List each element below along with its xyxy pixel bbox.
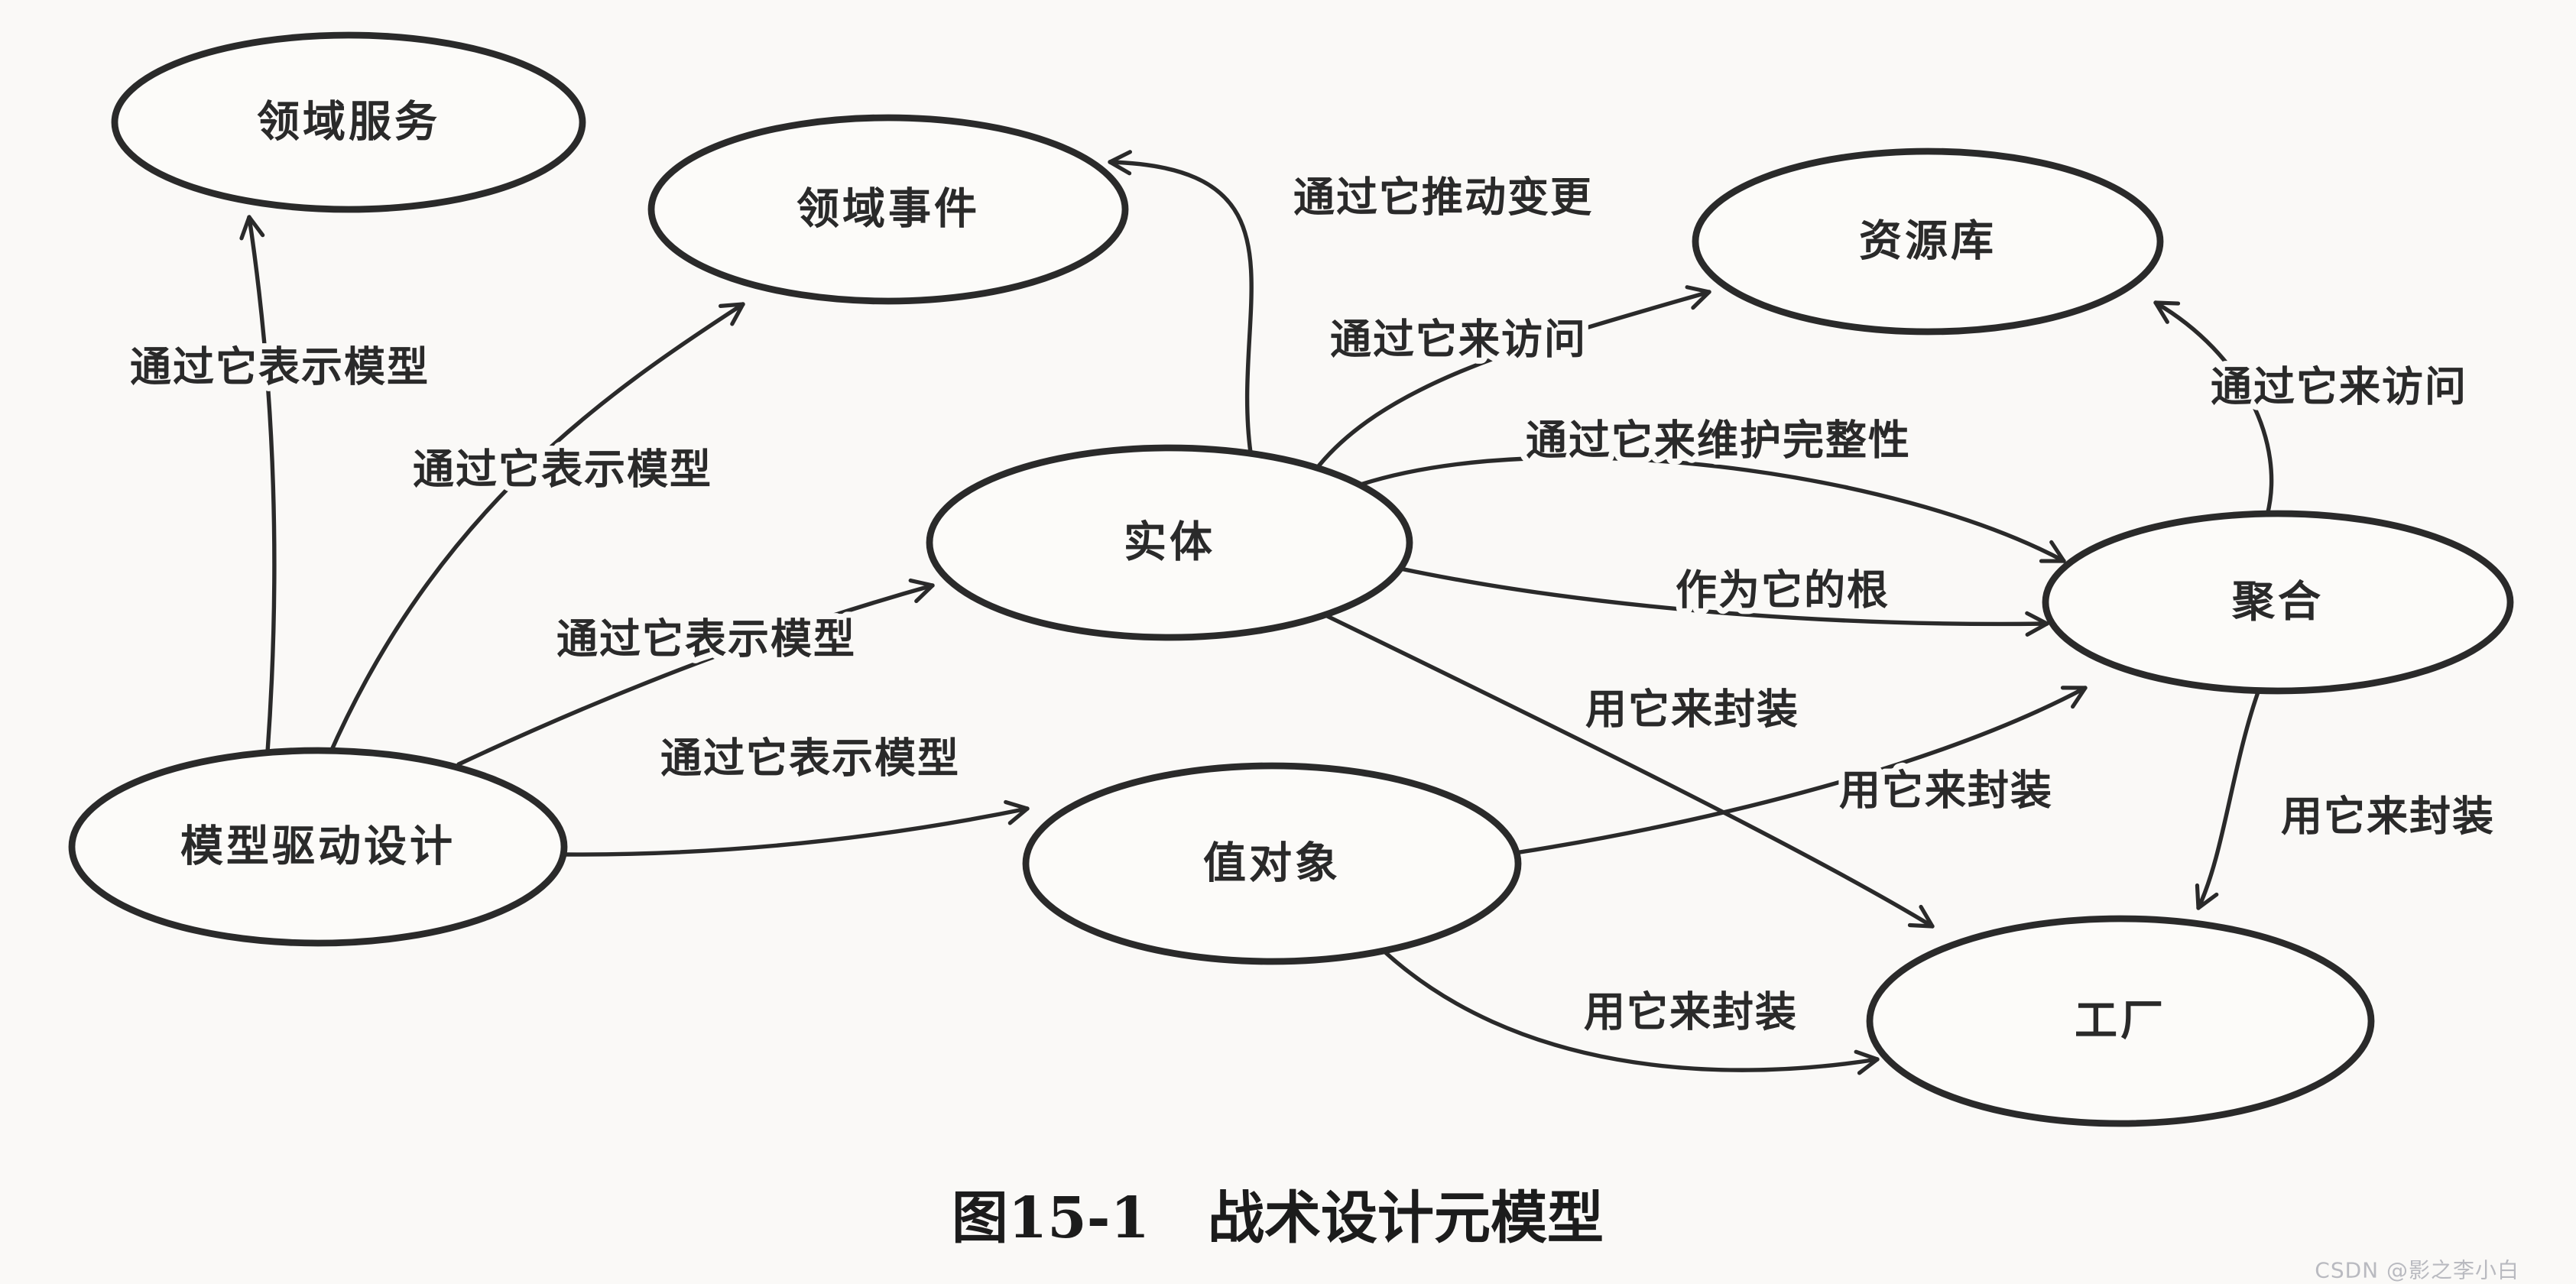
node-domain-service: 领域服务 (111, 31, 586, 213)
csdn-watermark: CSDN @影之李小白 (2315, 1258, 2519, 1283)
edge-mdd-to-domain-event (326, 302, 745, 759)
edge-label-push-changes: 通过它推动变更 (1293, 173, 1593, 222)
edge-entity-to-aggregate-root (1398, 566, 2049, 637)
model-driven-design-label: 模型驱动设计 (180, 822, 456, 872)
repository-label: 资源库 (1859, 217, 1997, 267)
factory-ellipse (1866, 915, 2375, 1127)
edge-mdd-to-entity (456, 578, 935, 767)
domain-event-label: 领域事件 (796, 185, 980, 235)
value-object-ellipse (1022, 762, 1522, 965)
edge-value-object-to-aggregate (1513, 686, 2088, 855)
edge-label-maintain-integrity: 通过它来维护完整性 (1526, 417, 1911, 465)
node-factory: 工厂 (1866, 915, 2375, 1127)
edge-label-express-model-1: 通过它表示模型 (130, 343, 430, 391)
edge-mdd-to-domain-service (239, 215, 277, 754)
edge-entity-to-domain-event (1108, 150, 1254, 455)
edge-label-express-model-4: 通过它表示模型 (660, 734, 960, 783)
factory-label: 工厂 (2075, 997, 2166, 1046)
edge-aggregate-to-repository (2153, 300, 2274, 517)
caption-figure-title: 战术设计元模型 (1208, 1185, 1604, 1251)
edge-label-encapsulate-4: 用它来封装 (2281, 793, 2495, 841)
edge-label-as-its-root: 作为它的根 (1676, 566, 1890, 614)
edge-aggregate-to-factory (2195, 686, 2262, 910)
figure-caption: 图15-1 战术设计元模型 (952, 1185, 1604, 1251)
edge-entity-to-repository (1312, 285, 1711, 473)
edge-entity-to-aggregate-integrity (1358, 456, 2066, 563)
edge-value-object-to-factory (1381, 948, 1880, 1075)
edge-label-encapsulate-1: 用它来封装 (1585, 686, 1799, 734)
edge-label-encapsulate-2: 用它来封装 (1839, 767, 2053, 815)
node-group: 领域服务 领域事件 实体 资源库 聚合 模型驱动设计 (68, 31, 2514, 1127)
edge-mdd-to-value-object (560, 799, 1030, 857)
edge-label-encapsulate-3: 用它来封装 (1584, 988, 1798, 1036)
edge-label-group: 通过它表示模型 通过它表示模型 通过它表示模型 通过它表示模型 通过它推动变更 … (124, 167, 2500, 1042)
edge-label-access-2: 通过它来访问 (2211, 363, 2467, 411)
node-model-driven-design: 模型驱动设计 (68, 747, 568, 947)
edge-label-express-model-2: 通过它表示模型 (413, 446, 712, 494)
node-aggregate: 聚合 (2042, 510, 2514, 695)
caption-figure-number: 图15-1 (952, 1185, 1150, 1251)
edge-entity-to-factory (1325, 614, 1935, 929)
aggregate-ellipse (2042, 510, 2514, 695)
node-repository: 资源库 (1692, 148, 2164, 336)
entity-label: 实体 (1124, 518, 1215, 568)
entity-ellipse (926, 444, 1413, 641)
repository-ellipse (1692, 148, 2164, 336)
value-object-label: 值对象 (1203, 839, 1341, 889)
node-domain-event: 领域事件 (647, 114, 1129, 305)
edge-label-express-model-3: 通过它表示模型 (556, 615, 856, 663)
node-entity: 实体 (926, 444, 1413, 641)
domain-service-ellipse (111, 31, 586, 213)
domain-service-label: 领域服务 (257, 98, 440, 148)
edge-group (239, 150, 2274, 1075)
aggregate-label: 聚合 (2231, 578, 2324, 627)
edge-label-access-1: 通过它来访问 (1330, 316, 1587, 364)
model-driven-design-ellipse (68, 747, 568, 947)
node-value-object: 值对象 (1022, 762, 1522, 965)
domain-event-ellipse (647, 114, 1129, 305)
